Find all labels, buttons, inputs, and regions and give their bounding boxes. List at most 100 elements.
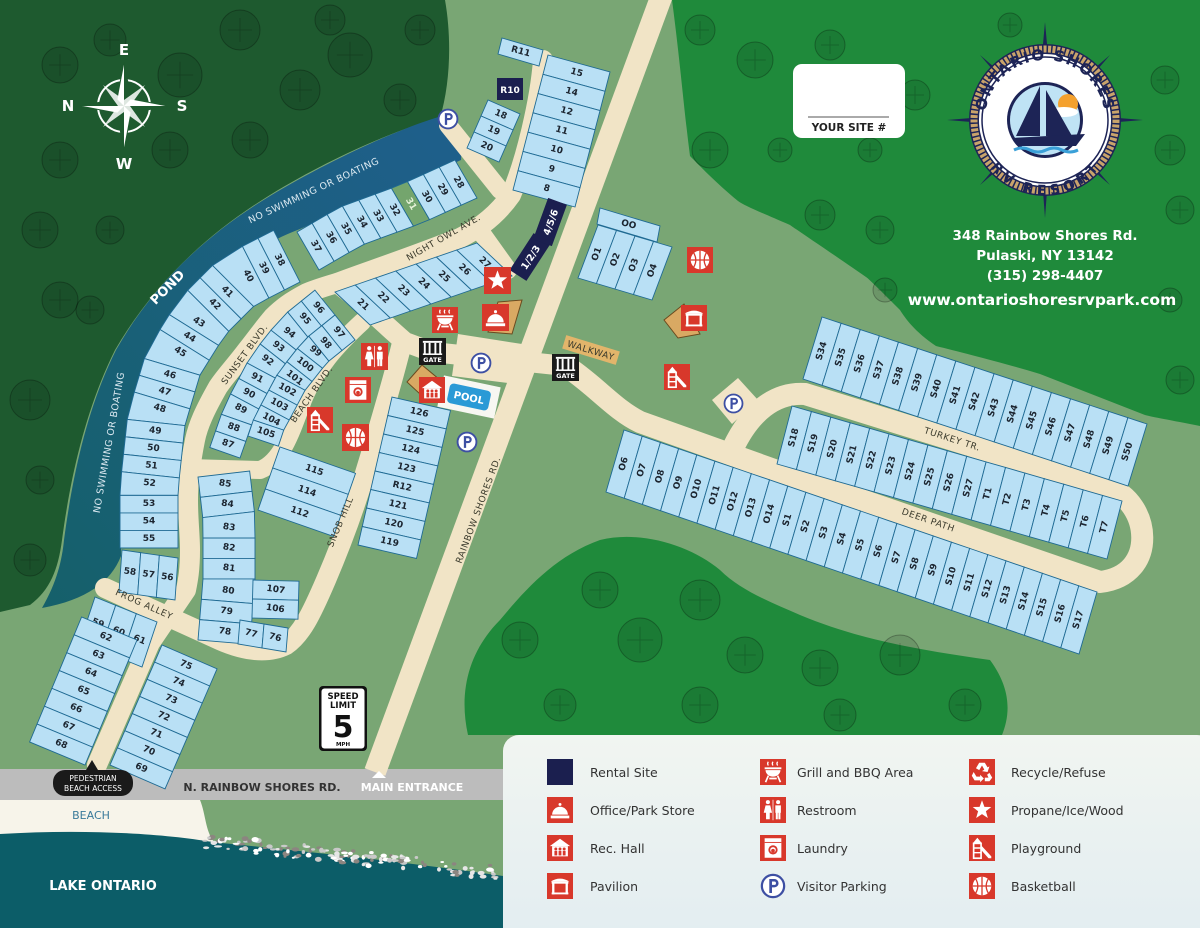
- pavilion-icon[interactable]: [681, 305, 707, 331]
- address-phone[interactable]: (315) 298-4407: [987, 268, 1104, 284]
- campsite[interactable]: T1: [970, 461, 1007, 527]
- campsite[interactable]: 58: [118, 549, 142, 596]
- campsite[interactable]: S3: [805, 497, 843, 568]
- campsite[interactable]: S45: [1012, 385, 1052, 456]
- campsite[interactable]: 44: [159, 314, 220, 361]
- campsite[interactable]: S21: [834, 422, 871, 487]
- campsite[interactable]: 76: [261, 623, 289, 653]
- campsite[interactable]: 92: [246, 343, 286, 379]
- campsite[interactable]: 57: [137, 552, 160, 598]
- campsite[interactable]: 53: [119, 494, 179, 514]
- basketball-icon[interactable]: [342, 424, 369, 451]
- campsite[interactable]: 10: [522, 131, 591, 169]
- campsite[interactable]: 71: [124, 712, 188, 756]
- campsite[interactable]: O6: [605, 429, 643, 499]
- campsite[interactable]: S42: [955, 366, 995, 437]
- campsite[interactable]: 105: [247, 419, 285, 447]
- campsite[interactable]: 31: [390, 181, 431, 227]
- campsite[interactable]: S24: [892, 438, 929, 504]
- rental-site-456[interactable]: 4/5/6: [533, 197, 567, 247]
- campsite[interactable]: S20: [815, 416, 851, 482]
- campsite[interactable]: T4: [1028, 478, 1065, 543]
- gate-west[interactable]: GATE: [419, 338, 446, 365]
- campsite[interactable]: S8: [896, 529, 934, 599]
- campsite[interactable]: S9: [914, 535, 953, 605]
- campsite[interactable]: 66: [43, 687, 108, 730]
- campsite[interactable]: 100: [286, 347, 324, 383]
- campsite[interactable]: 42: [187, 277, 242, 332]
- laundry-icon[interactable]: [345, 377, 371, 403]
- campsite[interactable]: T3: [1009, 472, 1045, 538]
- campsite[interactable]: O3: [614, 235, 655, 296]
- pool[interactable]: POOL: [437, 375, 501, 419]
- campsite[interactable]: 35: [326, 205, 365, 254]
- campsite[interactable]: S17: [1060, 585, 1098, 655]
- campsite[interactable]: S13: [987, 560, 1025, 630]
- campsite[interactable]: S11: [951, 547, 989, 618]
- campsite[interactable]: S1: [769, 485, 807, 555]
- pedestrian-beach-access[interactable]: PEDESTRIAN BEACH ACCESS: [53, 760, 133, 796]
- campsite[interactable]: 25: [415, 256, 473, 298]
- visitor-parking-icon[interactable]: [723, 393, 744, 414]
- campsite[interactable]: 37: [296, 222, 335, 271]
- campsite[interactable]: 47: [133, 374, 196, 410]
- campsite[interactable]: 21: [334, 284, 392, 326]
- campsite[interactable]: 8: [512, 170, 581, 208]
- visitor-parking-icon[interactable]: [470, 352, 492, 374]
- campsite[interactable]: 125: [382, 414, 447, 448]
- campsite[interactable]: 120: [361, 507, 426, 541]
- campsite[interactable]: 15: [542, 54, 611, 92]
- campsite[interactable]: 81: [202, 558, 256, 580]
- campsite[interactable]: 77: [237, 619, 265, 649]
- campsite[interactable]: 106: [251, 598, 299, 620]
- campsite[interactable]: 40: [211, 245, 270, 308]
- your-site-box[interactable]: YOUR SITE #: [793, 64, 905, 138]
- grill-bbq-icon[interactable]: [432, 307, 458, 333]
- campsite[interactable]: R11: [497, 37, 544, 67]
- campsite[interactable]: S34: [802, 316, 842, 386]
- campsite[interactable]: 11: [527, 112, 596, 150]
- campsite[interactable]: 87: [209, 430, 247, 459]
- campsite[interactable]: O9: [660, 448, 698, 518]
- website-link[interactable]: www.ontarioshoresrvpark.com: [908, 291, 1176, 309]
- campsite[interactable]: 54: [119, 512, 179, 531]
- campsite[interactable]: T7: [1087, 494, 1123, 560]
- campsite[interactable]: O13: [732, 473, 771, 543]
- rental-site-r10[interactable]: R10: [497, 78, 523, 100]
- campsite[interactable]: 74: [146, 661, 211, 704]
- campsite[interactable]: 24: [395, 263, 452, 305]
- campsite[interactable]: S38: [878, 341, 919, 412]
- campsite[interactable]: 36: [311, 213, 350, 262]
- rec-hall-icon[interactable]: [419, 377, 445, 403]
- campsite[interactable]: 68: [29, 723, 94, 766]
- campsite[interactable]: 107: [252, 579, 300, 601]
- restroom-icon[interactable]: [361, 343, 388, 370]
- campsite[interactable]: 28: [438, 159, 478, 206]
- campsite[interactable]: S25: [912, 444, 948, 510]
- campsite[interactable]: T5: [1048, 483, 1084, 549]
- campsite[interactable]: S15: [1023, 572, 1062, 643]
- campsite[interactable]: 56: [155, 554, 179, 601]
- visitor-parking-icon[interactable]: [456, 431, 478, 453]
- campsite[interactable]: 82: [202, 537, 256, 559]
- campsite[interactable]: 119: [357, 525, 422, 559]
- campsite[interactable]: 18: [480, 99, 521, 131]
- playground-icon[interactable]: [664, 364, 690, 390]
- campsite[interactable]: 34: [341, 199, 382, 245]
- campsite[interactable]: 46: [138, 357, 201, 393]
- campsite[interactable]: 48: [126, 391, 191, 427]
- campsite[interactable]: 55: [119, 530, 179, 549]
- campsite[interactable]: O11: [696, 460, 734, 530]
- campsite[interactable]: 121: [365, 488, 430, 522]
- basketball-icon[interactable]: [687, 247, 713, 273]
- office-park-store-icon[interactable]: [482, 304, 509, 331]
- campsite[interactable]: S50: [1108, 417, 1148, 487]
- campsite[interactable]: 91: [238, 362, 276, 395]
- campsite[interactable]: 20: [466, 131, 507, 163]
- main-entrance[interactable]: MAIN ENTRANCE: [361, 771, 464, 794]
- campsite[interactable]: 112: [257, 488, 342, 537]
- campsite[interactable]: 69: [109, 747, 174, 790]
- gate-east[interactable]: GATE: [552, 354, 579, 381]
- campsite[interactable]: O4: [632, 240, 673, 301]
- propane-ice-wood-icon[interactable]: [484, 267, 511, 294]
